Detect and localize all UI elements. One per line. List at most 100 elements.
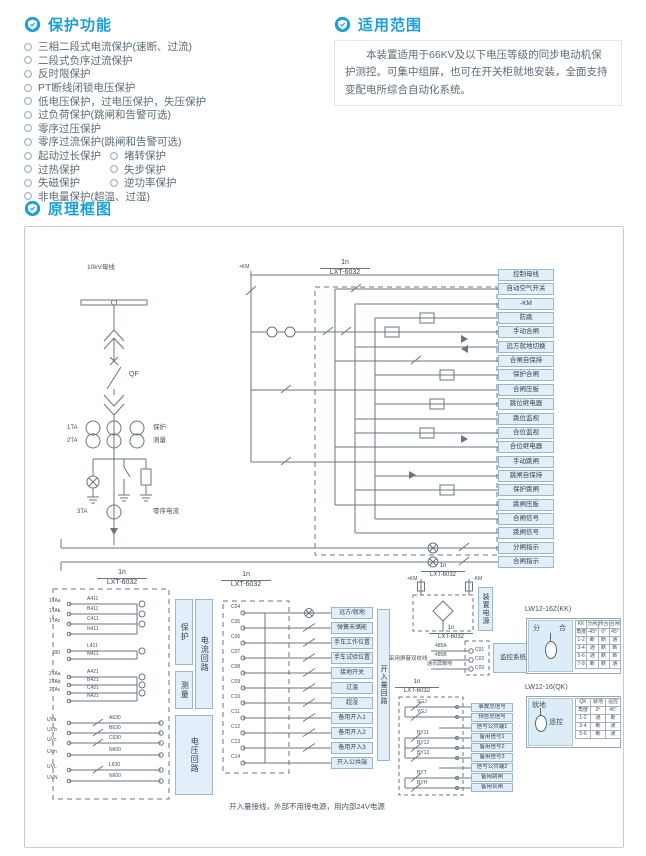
terminal-label: C13: [231, 739, 241, 745]
wire-label: A630: [109, 715, 121, 721]
list-item-label: 零序过压保护: [38, 122, 101, 135]
module-count: 1n: [395, 679, 439, 688]
list-item-label: 二段式负序过流保护: [38, 54, 133, 67]
function-box: 保护跳闸: [498, 484, 554, 496]
list-item-label: 失步保护: [124, 163, 166, 176]
ring-bullet-icon: [24, 110, 32, 119]
table-cell: 1-2: [574, 636, 588, 645]
current-circuit-box: 电流回路: [195, 599, 213, 709]
list-item-label: 失磁保护: [38, 177, 80, 190]
wire-label: N411: [87, 651, 99, 657]
table-cell: 断: [590, 730, 606, 739]
input-box: 远方/就地: [331, 607, 373, 619]
list-item: 三相二段式电流保护(速断、过流): [24, 40, 328, 54]
qk-switch-knob-icon: [535, 715, 547, 732]
table-cell: 通: [586, 652, 599, 661]
ring-bullet-icon: [24, 165, 32, 174]
table-cell: 0°: [597, 628, 610, 637]
wire-label: N600: [109, 747, 121, 753]
table-cell: KK: [574, 620, 588, 629]
table-cell: 5-6: [574, 652, 588, 661]
module-model: LXT-6032: [403, 687, 431, 694]
input-wiring-note: 开入量接线，外部不用接电源，用内部24V电源: [229, 802, 385, 811]
signal-box: 备用跳闸: [471, 773, 513, 782]
module-model: LXT-6032: [429, 571, 457, 578]
table-cell: -45°: [586, 628, 599, 637]
terminal-label: C06: [231, 634, 241, 640]
module-model: LXT-6032: [230, 580, 262, 588]
wire-label: N600: [109, 773, 121, 779]
section-header-protection: 保护功能: [24, 14, 112, 35]
terminal-label: 2TAc: [49, 687, 61, 693]
table-cell: 通: [608, 660, 622, 669]
list-item-label: 反时限保护: [38, 68, 91, 81]
wire-label: C411: [87, 616, 99, 622]
ring-bullet-icon: [24, 178, 32, 187]
ring-bullet-icon: [24, 83, 32, 92]
ring-bullet-icon: [110, 178, 118, 187]
table-cell: 遥控: [605, 698, 621, 707]
function-box: 合闸信号: [498, 513, 554, 525]
relay-label: SGJ: [417, 699, 427, 705]
table-cell: 5-6: [575, 730, 591, 739]
voltage-circuit-box: 电压回路: [175, 715, 213, 795]
module-label: 1n LXT-6032: [429, 625, 473, 641]
ct1-label: 1TA: [67, 425, 78, 431]
function-box: 手动合闸: [498, 326, 554, 338]
list-item: 过负荷保护(跳闸和告警可选): [24, 108, 328, 122]
list-item-label: 过热保护: [38, 163, 80, 176]
wire-label: A421: [87, 669, 99, 675]
list-item: 过热保护 失步保护: [24, 162, 328, 176]
signal-box: 备用信号1: [471, 733, 513, 742]
breaker-label: QF: [129, 371, 139, 378]
wire-label: 通讯屏蔽地: [427, 661, 453, 667]
input-box: 弹簧未储能: [331, 622, 373, 634]
module-model: LXT-6032: [106, 578, 138, 586]
terminal-label: UVL: [47, 764, 57, 770]
ring-bullet-icon: [24, 42, 32, 51]
ct3-label: 3TA: [77, 509, 88, 515]
wire-label: B411: [87, 606, 99, 612]
terminal-label: 1TAc: [49, 618, 61, 624]
list-item: 反时限保护: [24, 67, 328, 81]
table-cell: 3-4: [574, 644, 588, 653]
function-box: 合闸压板: [498, 384, 554, 396]
function-box: 保护合闸: [498, 369, 554, 381]
qk-switch-title: LW12-16(QK): [525, 684, 568, 691]
section-title-scope: 适用范围: [358, 17, 423, 34]
input-box: 手车工作位置: [331, 637, 373, 649]
wire-label: L630: [109, 762, 121, 768]
list-item-label: 起动过长保护: [38, 150, 101, 163]
kk-switch-knob-icon: [545, 641, 557, 659]
ring-bullet-icon: [110, 165, 118, 174]
terminal-label: 3I0: [53, 650, 60, 656]
terminal-label: C03: [475, 665, 485, 671]
function-box: 合闸自保持: [498, 355, 554, 367]
table-cell: 断: [605, 714, 621, 723]
function-box: 合位继电器: [498, 441, 554, 453]
input-box: 开入公共端: [331, 757, 373, 769]
kk-switch-title: LW12-16Z(KK): [525, 606, 572, 613]
terminal-label: 1TAa: [49, 598, 61, 604]
table-cell: 通: [605, 730, 621, 739]
list-item-label: 零序过流保护(跳闸和告警可选): [38, 136, 182, 149]
protect-group-box: 保护: [175, 599, 193, 665]
table-cell: 断: [586, 660, 599, 669]
ring-bullet-icon: [110, 151, 118, 160]
terminal-label: 2TAb: [49, 679, 61, 685]
relay-label: BY11: [417, 730, 429, 736]
function-box: 跳闸压板: [498, 499, 554, 511]
list-item-label: PT断线闭锁电压保护: [38, 82, 136, 95]
ring-bullet-icon: [24, 97, 32, 106]
wire-label: 485A: [435, 643, 447, 649]
table-cell: 断: [597, 652, 610, 661]
signal-box: 信号公共端2: [471, 763, 513, 772]
wire-label: B630: [109, 725, 121, 731]
list-item: 零序过流保护(跳闸和告警可选): [24, 135, 328, 149]
control-positive-label: +KM: [239, 264, 250, 270]
module-count: 1n: [221, 571, 271, 581]
table-cell: 0°: [590, 706, 606, 715]
